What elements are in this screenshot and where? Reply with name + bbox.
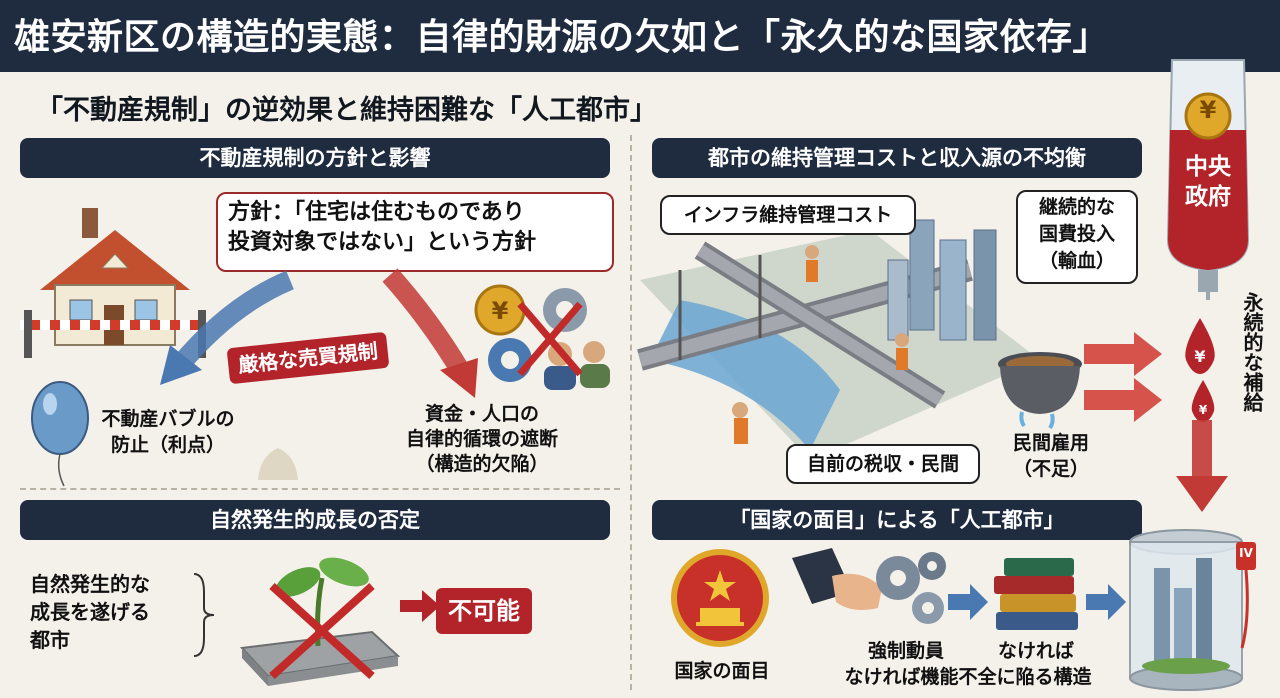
growth-line2: 成長を遂げる xyxy=(30,600,150,624)
growth-city-label: 自然発生的な 成長を遂げる 都市 xyxy=(30,570,150,654)
books-icon xyxy=(994,558,1078,630)
page-subtitle: 「不動産規制」の逆効果と維持困難な「人工都市」 xyxy=(36,95,657,126)
cycle-line1: 資金・人口の xyxy=(424,403,539,425)
title-bar xyxy=(0,0,1280,72)
cycle-line2: 自律的循環の遮断 xyxy=(405,428,558,450)
dysfunction-structure-label: なければ機能不全に陥る構造 xyxy=(844,666,1092,688)
private-employment-label: 民間雇用 （不足） xyxy=(996,430,1106,482)
arrow-to-impossible xyxy=(400,590,440,622)
national-emblem-icon xyxy=(671,549,769,647)
svg-text:¥: ¥ xyxy=(1194,347,1205,366)
arrow-to-cycle xyxy=(382,268,478,398)
blood-drop-icon: ¥ xyxy=(1185,318,1215,374)
section-heading-real-estate: 不動産規制の方針と影響 xyxy=(20,138,610,178)
sprout-concrete-icon xyxy=(239,557,401,686)
arrow-to-container xyxy=(1086,584,1126,620)
growth-line3: 都市 xyxy=(30,628,70,652)
divider-center xyxy=(630,135,632,690)
forced-mobilization-label: 強制動員 xyxy=(867,640,944,662)
bracket-icon xyxy=(193,573,215,657)
cycle-line3: （構造的欠陥） xyxy=(415,453,549,475)
section-heading-artificial-city: 「国家の面目」による「人工都市」 xyxy=(652,500,1142,540)
iv-bag-icon xyxy=(1166,59,1250,300)
central-government-label: 中央 政府 xyxy=(1170,152,1246,212)
down-arrow-to-city xyxy=(1176,420,1228,512)
books-label: なければ xyxy=(997,640,1074,662)
hand-gears-icon xyxy=(792,548,946,624)
blood-drop-icon-small: ¥ xyxy=(1191,380,1215,422)
house-icon xyxy=(20,208,210,358)
section-heading-maintenance-cost: 都市の維持管理コストと収入源の不均衡 xyxy=(652,138,1142,178)
leaking-pot-icon xyxy=(998,352,1082,430)
svg-text:¥: ¥ xyxy=(1199,403,1208,417)
arrow-to-bubble xyxy=(160,270,294,385)
arrow-to-books xyxy=(948,584,988,620)
city-infrastructure-illustration xyxy=(637,219,1040,460)
yen-coin-label: ¥ xyxy=(1199,96,1217,124)
policy-callout-line1: 方針：「住宅は住むものであり xyxy=(228,200,525,225)
infra-cost-callout: インフラ維持管理コスト xyxy=(660,195,916,235)
employment-line2: （不足） xyxy=(1012,458,1089,480)
section-heading-natural-growth: 自然発生的成長の否定 xyxy=(20,500,610,540)
balloon-icon xyxy=(31,381,89,487)
money-bag-icon xyxy=(258,448,298,480)
investment-callout: 継続的な 国費投入 （輸血） xyxy=(1016,190,1138,284)
impossible-badge: 不可能 xyxy=(436,588,532,634)
central-line1: 中央 xyxy=(1185,154,1231,180)
svg-text:¥: ¥ xyxy=(492,297,509,325)
investment-line2: 国費投入 xyxy=(1038,223,1115,245)
growth-line1: 自然発生的な xyxy=(30,572,150,596)
yen-gears-icon: ¥ xyxy=(474,284,610,390)
policy-callout-line2: 投資対象ではない」という方針 xyxy=(228,230,537,255)
page-title: 雄安新区の構造的実態：自律的財源の欠如と「永久的な国家依存」 xyxy=(14,17,1110,58)
investment-line3: （輸血） xyxy=(1038,250,1115,272)
bubble-line2: 防止（利点） xyxy=(110,434,225,456)
glass-container-city-icon xyxy=(1129,529,1256,691)
bubble-prevention-label: 不動産バブルの 防止（利点） xyxy=(98,406,238,458)
cycle-block-label: 資金・人口の 自律的循環の遮断 （構造的欠陥） xyxy=(382,402,582,477)
iv-tag-label: IV xyxy=(1239,546,1253,560)
tax-revenue-label: 自前の税収・民間 xyxy=(786,444,980,484)
emblem-label: 国家の面目 xyxy=(674,660,770,682)
employment-line1: 民間雇用 xyxy=(1012,432,1089,454)
permanent-subsidy-label: 永続的な補給 xyxy=(1240,292,1264,412)
central-line2: 政府 xyxy=(1185,184,1231,210)
divider-left xyxy=(20,488,620,490)
bubble-line1: 不動産バブルの xyxy=(101,408,235,430)
policy-callout: 方針：「住宅は住むものであり 投資対象ではない」という方針 xyxy=(216,192,614,272)
transfusion-arrows xyxy=(1084,332,1162,422)
investment-line1: 継続的な xyxy=(1038,196,1115,218)
